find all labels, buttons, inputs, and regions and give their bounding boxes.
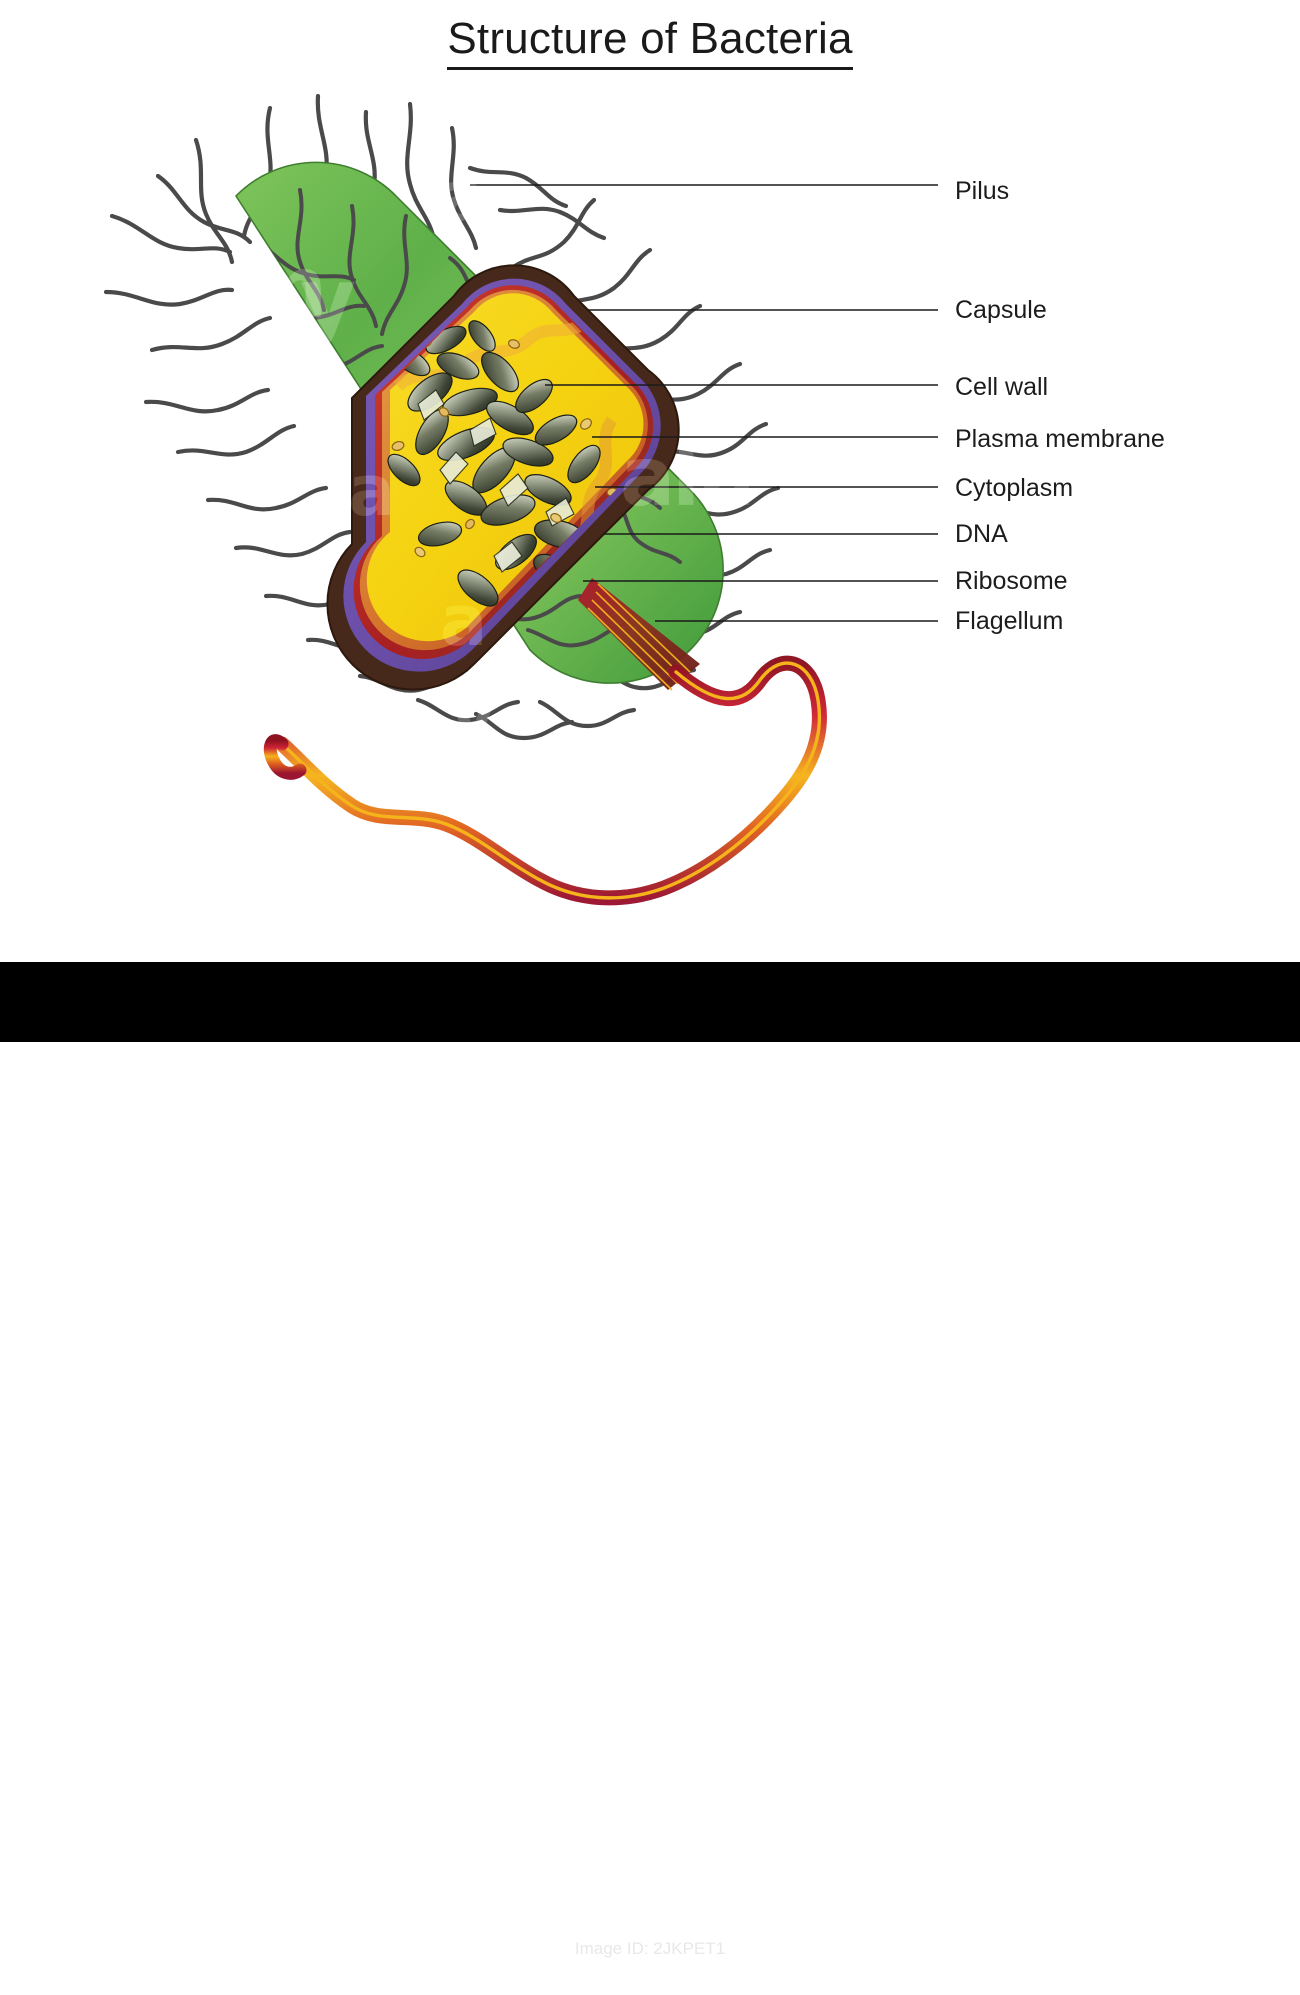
diagram-canvas: Structure of Bacteria <box>0 14 1300 1995</box>
image-id-text: Image ID: 2JKPET1 <box>574 1939 726 1958</box>
label-dna: DNA <box>955 520 1008 548</box>
watermark-bar: alamy Image ID: 2JKPET1 www.alamy.com <box>0 962 1300 1995</box>
label-cell-wall: Cell wall <box>955 373 1049 401</box>
label-plasma-membrane: Plasma membrane <box>955 425 1165 453</box>
page-title-text: Structure of Bacteria <box>447 14 853 70</box>
page-title: Structure of Bacteria <box>0 14 1300 70</box>
alamy-url-text: www.alamy.com <box>565 1962 735 1987</box>
flagellum-base <box>578 578 700 691</box>
label-cytoplasm: Cytoplasm <box>955 474 1074 502</box>
flagellum-tail <box>263 655 827 906</box>
label-pilus: Pilus <box>955 177 1010 205</box>
label-flagellum: Flagellum <box>955 607 1064 635</box>
leader-lines-group <box>470 184 938 622</box>
label-ribosome: Ribosome <box>955 567 1068 595</box>
label-capsule: Capsule <box>955 296 1047 324</box>
bacteria-illustration <box>103 93 938 906</box>
